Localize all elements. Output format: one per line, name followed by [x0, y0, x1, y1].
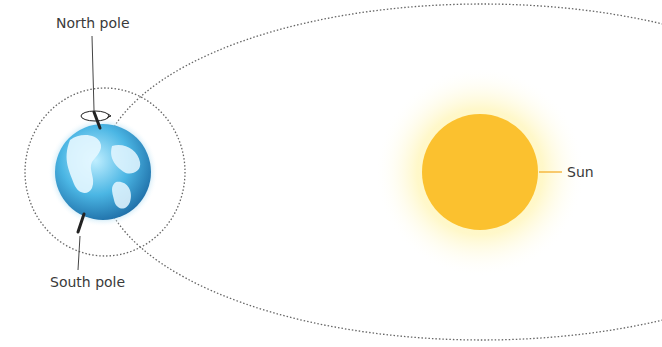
- north-axis: [94, 112, 100, 128]
- pole-label: North pole: [56, 14, 130, 32]
- sun-label: Sun: [567, 163, 594, 181]
- sun-glow: [375, 67, 585, 277]
- spin-arrow: [81, 111, 109, 121]
- leader-line: [78, 236, 80, 270]
- south-axis: [78, 214, 84, 232]
- earth-halo: [48, 117, 158, 227]
- rotation-path: [25, 88, 185, 256]
- continent-shape: [112, 182, 131, 209]
- earth-globe: [55, 124, 151, 220]
- spin-arrow-head: [107, 114, 111, 118]
- leader-line: [539, 171, 562, 172]
- continent-shape: [111, 145, 140, 174]
- orbit-path: [100, 4, 662, 340]
- sun-disc: [422, 114, 538, 230]
- continent-shape: [67, 135, 102, 193]
- leader-line: [92, 36, 94, 110]
- pole-label: South pole: [50, 273, 125, 291]
